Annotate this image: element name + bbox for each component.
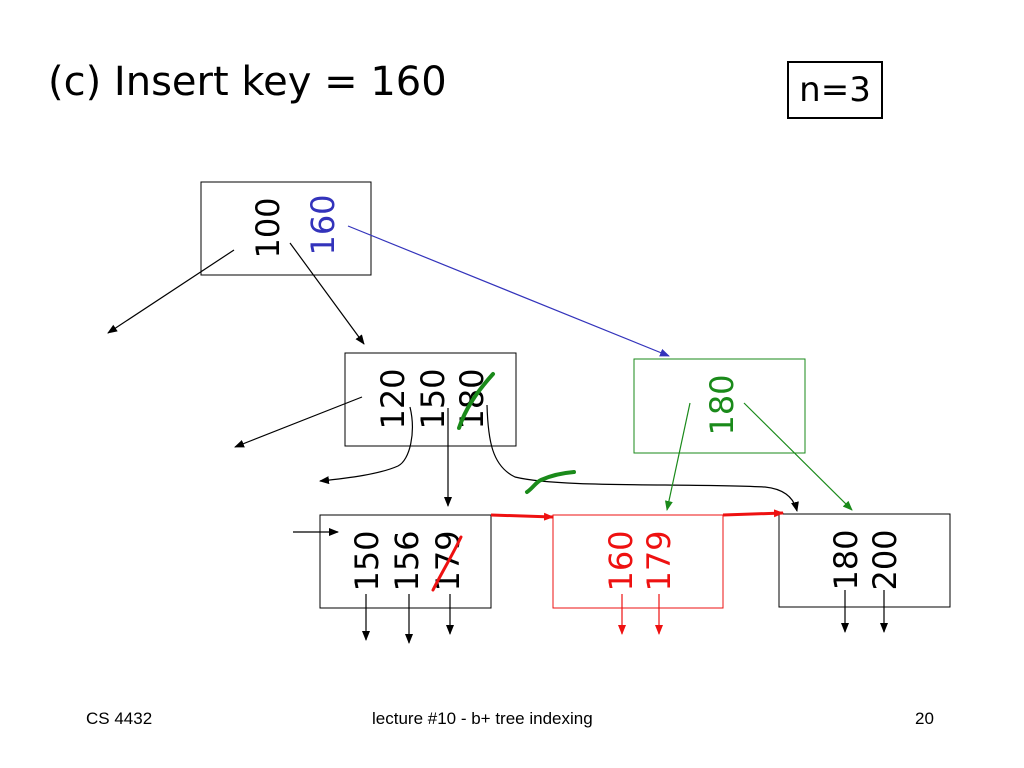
leaf-2-key-2: 179 — [640, 530, 678, 591]
internal-left-key-1: 120 — [374, 368, 412, 429]
root-key-1: 100 — [249, 197, 287, 258]
leaf-2-key-1: 160 — [602, 530, 640, 591]
internal-left-pointer-4 — [486, 404, 799, 512]
leaf-node-3 — [778, 513, 951, 608]
footer-lecture: lecture #10 - b+ tree indexing — [372, 709, 593, 728]
internal-node-right — [633, 358, 806, 454]
root-node — [200, 181, 372, 276]
leaf-node-1 — [319, 514, 492, 609]
leaf-1-key-2: 156 — [388, 530, 426, 591]
root-pointer-middle — [289, 242, 365, 345]
internal-left-pointer-1 — [234, 396, 363, 448]
root-key-2: 160 — [304, 194, 342, 255]
leaf-2-to-leaf-3-link — [722, 509, 784, 518]
footer-course: CS 4432 — [86, 709, 153, 728]
internal-right-pointer-1 — [664, 402, 691, 511]
internal-right-pointer-2 — [743, 402, 853, 511]
root-pointer-right — [347, 225, 670, 357]
order-parameter-label: n=3 — [799, 70, 871, 110]
cut-mark-pointer — [525, 470, 576, 494]
order-parameter-box: n=3 — [787, 61, 883, 119]
leaf-node-2 — [552, 514, 724, 609]
internal-left-key-2: 150 — [414, 368, 452, 429]
internal-node-left — [344, 352, 517, 447]
leaf-1-key-1: 150 — [348, 530, 386, 591]
strike-mark-leaf-179 — [431, 535, 463, 592]
slide-title: (c) Insert key = 160 — [48, 59, 447, 105]
strike-mark-internal-180 — [457, 372, 495, 430]
internal-right-key-1: 180 — [703, 374, 741, 435]
leaf-1-to-leaf-2-link — [490, 512, 554, 521]
leaf-3-key-2: 200 — [866, 529, 904, 590]
root-pointer-left — [107, 249, 235, 334]
leaf-3-key-1: 180 — [827, 529, 865, 590]
footer-page-number: 20 — [915, 709, 934, 728]
internal-left-pointer-2 — [319, 406, 413, 485]
